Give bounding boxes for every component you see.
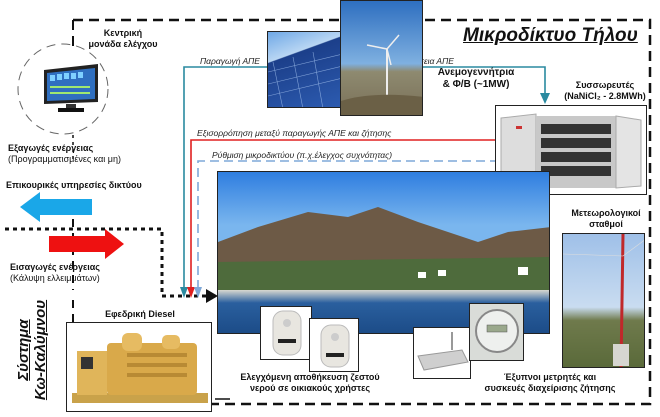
control-unit-ring <box>17 43 109 135</box>
res-surplus-line <box>393 66 546 96</box>
export-arrow-icon <box>20 192 92 222</box>
water-heater-image-2 <box>309 318 359 372</box>
res-production-line <box>183 66 272 289</box>
balancing-line <box>190 139 497 289</box>
imports-label: Εισαγωγές ενέργειας (Κάλυψη ελλειμμάτων) <box>10 262 140 284</box>
regulation-line <box>197 160 497 289</box>
control-unit-label: Κεντρική μονάδα ελέγχου <box>78 28 168 50</box>
diesel-label: Εφεδρική Diesel <box>105 309 175 319</box>
generation-label: Ανεμογεννήτρια & Φ/Β (~1MW) <box>420 67 532 91</box>
import-path <box>5 227 212 298</box>
island-image <box>217 171 550 291</box>
control-unit-label-line2: μονάδα ελέγχου <box>88 39 158 49</box>
smart-meters-label: Έξυπνοι μετρητές και συσκευές διαχείριση… <box>465 372 635 394</box>
solar-panels-image <box>267 31 342 108</box>
monitor-icon <box>40 62 102 114</box>
microgrid-title: Μικροδίκτυο Τήλου <box>463 25 638 46</box>
meteo-label-line2: σταθμοί <box>589 219 623 229</box>
meteo-station-image <box>562 233 645 368</box>
water-heaters-label-line1: Ελεγχόμενη αποθήκευση ζεστού <box>240 372 380 382</box>
smart-meter-image <box>469 303 524 361</box>
diesel-generator-image <box>66 322 212 412</box>
imports-subtitle: (Κάλυψη ελλειμμάτων) <box>10 273 100 283</box>
battery-storage-image <box>495 105 647 195</box>
imports-title: Εισαγωγές ενέργειας <box>10 262 100 272</box>
control-unit-label-line1: Κεντρική <box>103 28 143 38</box>
res-surplus-label: Περίσσεια ΑΠΕ <box>397 56 454 66</box>
storage-label-line1: Συσσωρευτές <box>575 80 635 90</box>
import-arrow-icon <box>49 229 124 259</box>
regulation-label: Ρύθμιση μικροδικτύου (π.χ.έλεγχος συχνότ… <box>212 150 393 160</box>
router-image <box>413 327 471 379</box>
generation-label-line2: & Φ/Β (~1MW) <box>442 79 510 90</box>
storage-label: Συσσωρευτές (NaNiCl₂ - 2.8MWh) <box>553 80 657 102</box>
water-heaters-label-line2: νερού σε οικιακούς χρήστες <box>249 383 371 393</box>
water-heater-image-1 <box>260 306 312 360</box>
exports-label: Εξαγωγές ενέργειας (Προγραμματισμένες κα… <box>8 143 138 165</box>
smart-meters-label-line1: Έξυπνοι μετρητές και <box>503 372 597 382</box>
wind-turbine-image <box>340 0 423 116</box>
grid-system-title-line2: Κω-Καλύμνου <box>32 299 49 401</box>
grid-system-title: Σύστημα Κω-Καλύμνου <box>15 295 49 405</box>
water-heaters-label: Ελεγχόμενη αποθήκευση ζεστού νερού σε οι… <box>225 372 395 394</box>
balancing-label: Εξισορρόπηση μεταξύ παραγωγής ΑΠΕ και ζή… <box>197 128 392 138</box>
meteo-label-line1: Μετεωρολογικοί <box>571 208 641 218</box>
generation-label-line1: Ανεμογεννήτρια <box>437 67 515 78</box>
storage-label-line2: (NaNiCl₂ - 2.8MWh) <box>564 91 646 101</box>
grid-system-title-line1: Σύστημα <box>15 319 32 381</box>
exports-subtitle: (Προγραμματισμένες και μη) <box>8 154 121 164</box>
res-production-label: Παραγωγή ΑΠΕ <box>200 56 260 66</box>
ancillary-services-label: Επικουρικές υπηρεσίες δικτύου <box>6 180 142 190</box>
meteo-label: Μετεωρολογικοί σταθμοί <box>558 208 654 230</box>
exports-title: Εξαγωγές ενέργειας <box>8 143 94 153</box>
smart-meters-label-line2: συσκευές διαχείρισης ζήτησης <box>484 383 616 393</box>
res-arrowhead <box>180 287 188 298</box>
